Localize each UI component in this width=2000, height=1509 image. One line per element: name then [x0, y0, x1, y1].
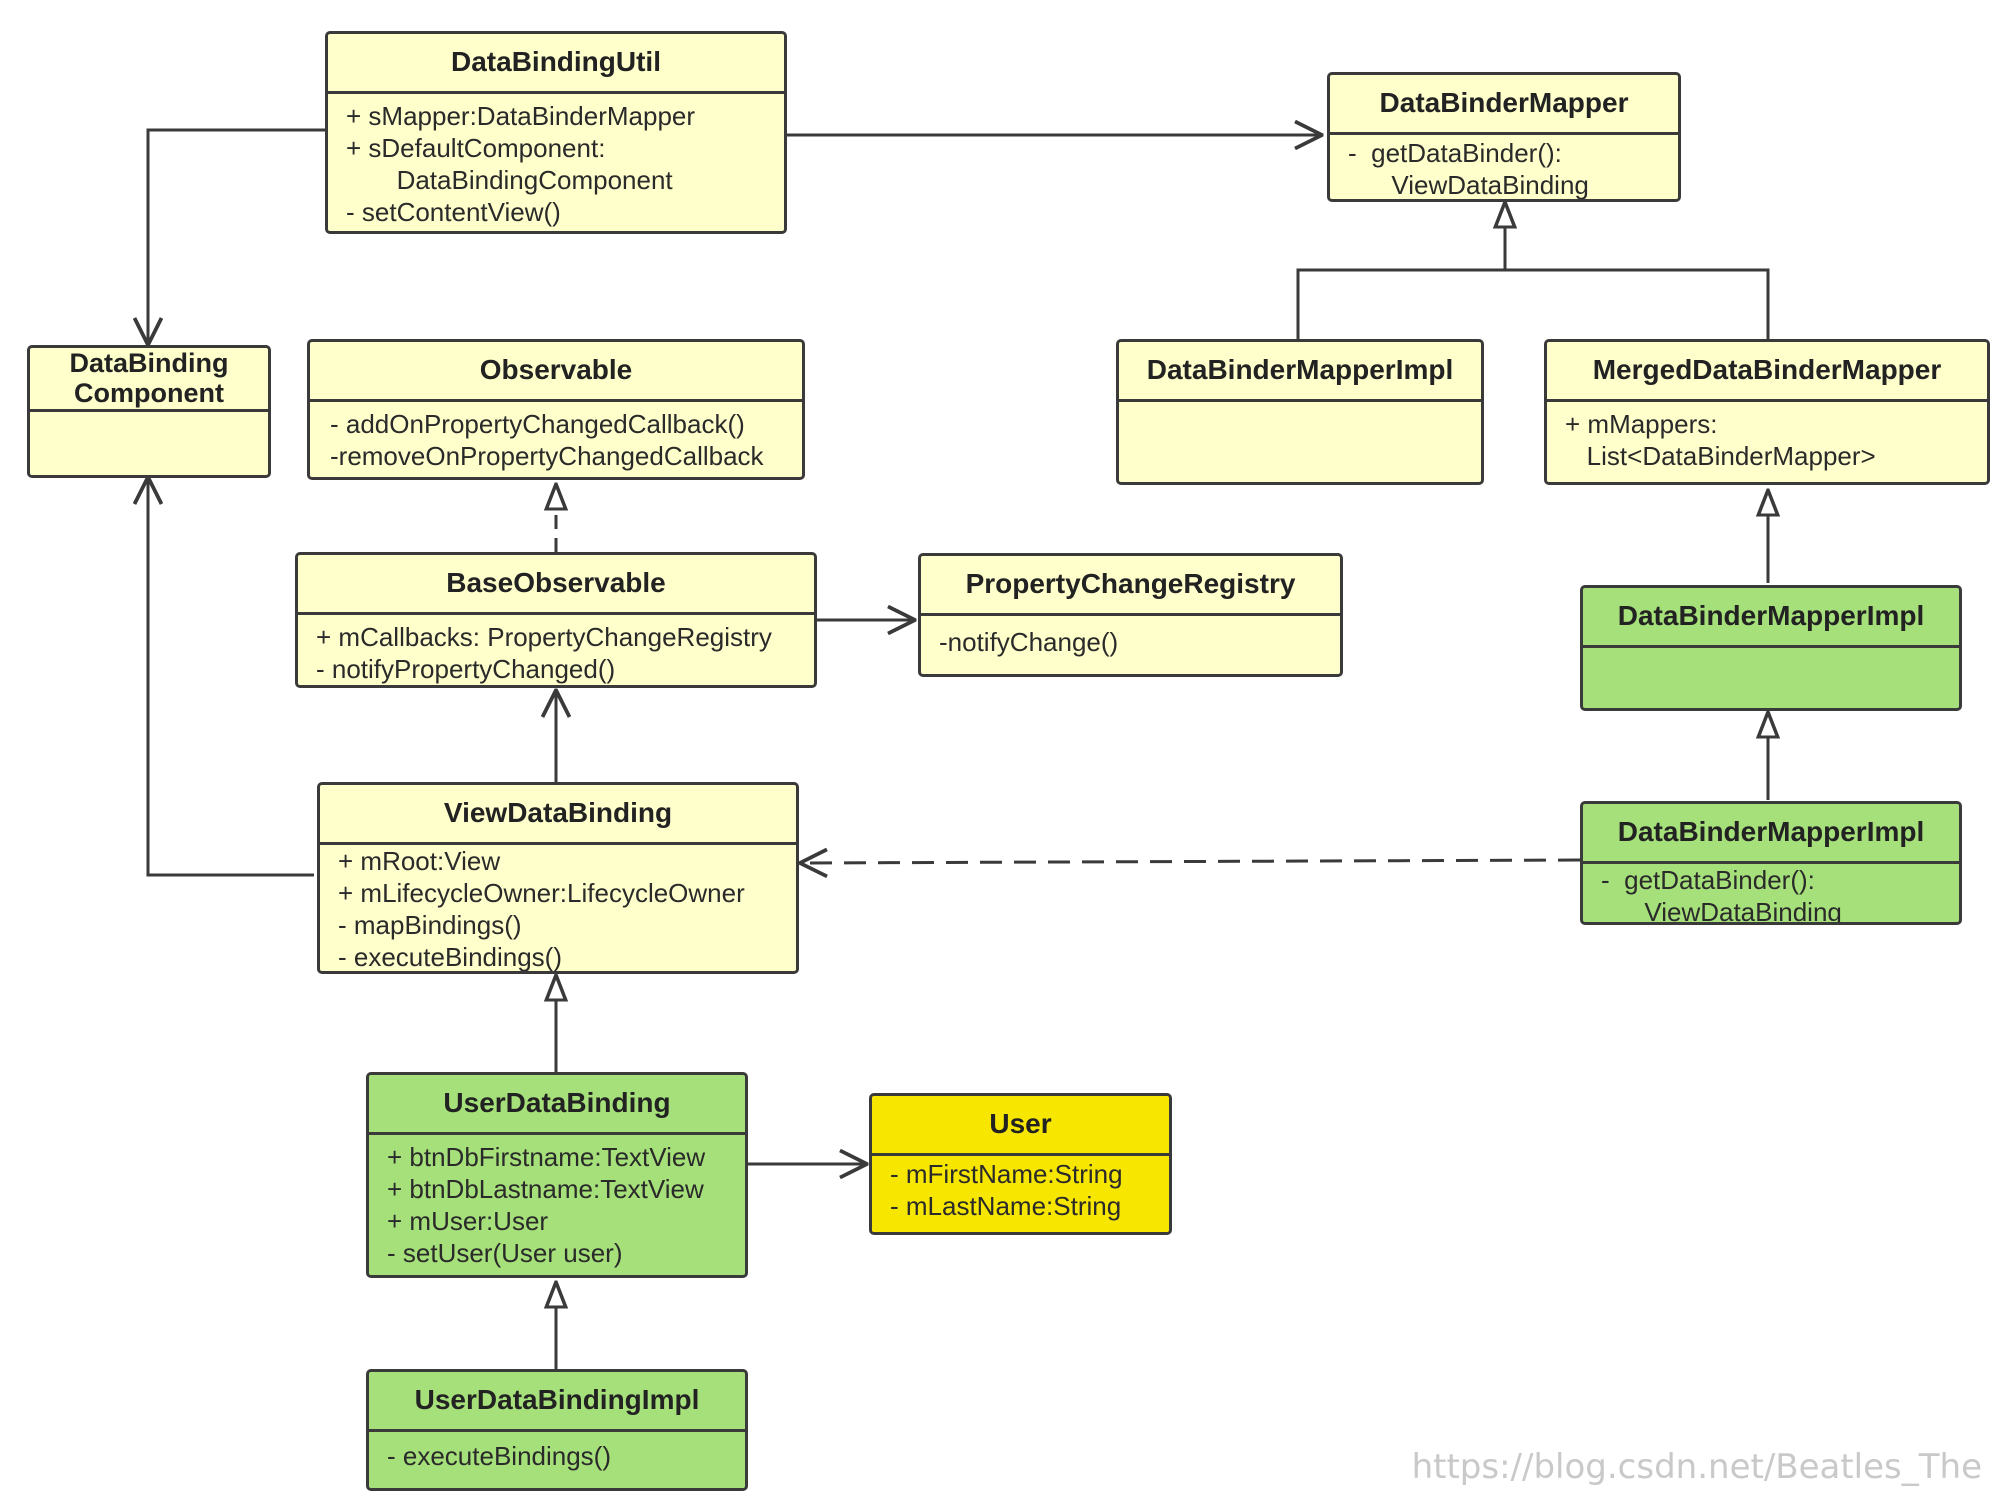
class-databindingutil[interactable]: DataBindingUtil + sMapper:DataBinderMapp…	[325, 31, 787, 234]
class-name: Observable	[310, 342, 802, 402]
class-viewdatabinding[interactable]: ViewDataBinding + mRoot:View + mLifecycl…	[317, 782, 799, 974]
class-member: + mRoot:View	[338, 846, 501, 876]
class-baseobservable[interactable]: BaseObservable + mCallbacks: PropertyCha…	[295, 552, 817, 688]
class-databindermapperimpl[interactable]: DataBinderMapperImpl	[1116, 339, 1484, 485]
class-member: - executeBindings()	[387, 1441, 611, 1471]
class-member: + mLifecycleOwner:LifecycleOwner	[338, 878, 745, 908]
class-member: - mFirstName:String	[890, 1159, 1123, 1189]
class-member: + mMappers:	[1565, 409, 1718, 439]
class-member: List<DataBinderMapper>	[1565, 441, 1876, 471]
class-members: + sMapper:DataBinderMapper + sDefaultCom…	[328, 94, 784, 228]
class-member: - getDataBinder():	[1348, 138, 1562, 168]
class-propertychangeregistry[interactable]: PropertyChangeRegistry -notifyChange()	[918, 553, 1343, 677]
class-name: DataBinderMapperImpl	[1119, 342, 1481, 402]
class-member: + btnDbFirstname:TextView	[387, 1142, 706, 1172]
class-databindermapperimpl-generated[interactable]: DataBinderMapperImpl	[1580, 585, 1962, 711]
greenimpl2-to-viewbinding-link	[800, 860, 1581, 863]
impl-branch-line	[1296, 268, 1770, 342]
class-members: -notifyChange()	[921, 616, 1340, 658]
class-member: -removeOnPropertyChangedCallback	[330, 441, 764, 471]
class-name: DataBinderMapperImpl	[1583, 804, 1959, 864]
class-userdatabindingimpl[interactable]: UserDataBindingImpl - executeBindings()	[366, 1369, 748, 1491]
class-members: - getDataBinder(): ViewDataBinding	[1583, 864, 1959, 925]
class-userdatabinding[interactable]: UserDataBinding + btnDbFirstname:TextVie…	[366, 1072, 748, 1278]
class-name: DataBinding Component	[30, 348, 268, 412]
class-member: + sMapper:DataBinderMapper	[346, 101, 696, 131]
class-name: UserDataBinding	[369, 1075, 745, 1135]
class-members: - addOnPropertyChangedCallback() -remove…	[310, 402, 802, 472]
class-members: + mCallbacks: PropertyChangeRegistry - n…	[298, 615, 814, 685]
class-members: + btnDbFirstname:TextView + btnDbLastnam…	[369, 1135, 745, 1269]
class-members: - executeBindings()	[369, 1432, 745, 1472]
class-databindermapper[interactable]: DataBinderMapper - getDataBinder(): View…	[1327, 72, 1681, 202]
class-name: User	[872, 1096, 1169, 1156]
class-name-line: DataBinding	[69, 348, 229, 378]
class-member: - getDataBinder():	[1601, 865, 1815, 895]
class-member: - mLastName:String	[890, 1191, 1122, 1221]
class-member: - notifyPropertyChanged()	[316, 654, 616, 684]
class-name: ViewDataBinding	[320, 785, 796, 845]
class-name: DataBindingUtil	[328, 34, 784, 94]
class-member: - executeBindings()	[338, 942, 562, 972]
class-name: MergedDataBinderMapper	[1547, 342, 1987, 402]
class-member: + mUser:User	[387, 1206, 549, 1236]
class-member: + sDefaultComponent:	[346, 133, 606, 163]
class-user[interactable]: User - mFirstName:String - mLastName:Str…	[869, 1093, 1172, 1235]
class-name-line: Component	[74, 378, 224, 408]
class-name: BaseObservable	[298, 555, 814, 615]
class-member: + btnDbLastname:TextView	[387, 1174, 704, 1204]
class-member: ViewDataBinding	[1348, 170, 1589, 200]
class-databindermapperimpl-generated-2[interactable]: DataBinderMapperImpl - getDataBinder(): …	[1580, 801, 1962, 925]
class-observable[interactable]: Observable - addOnPropertyChangedCallbac…	[307, 339, 805, 480]
class-member: -notifyChange()	[939, 627, 1119, 657]
class-name: DataBinderMapper	[1330, 75, 1678, 135]
class-member: ViewDataBinding	[1601, 897, 1842, 925]
class-member: - mapBindings()	[338, 910, 522, 940]
util-to-component-link	[148, 128, 325, 345]
class-name: UserDataBindingImpl	[369, 1372, 745, 1432]
class-member: DataBindingComponent	[346, 165, 673, 195]
class-member: - setUser(User user)	[387, 1238, 623, 1268]
watermark-text: https://blog.csdn.net/Beatles_The	[1411, 1447, 1982, 1487]
class-member: - addOnPropertyChangedCallback()	[330, 409, 745, 439]
class-member: + mCallbacks: PropertyChangeRegistry	[316, 622, 772, 652]
class-members: + mMappers: List<DataBinderMapper>	[1547, 402, 1987, 472]
class-member: - setContentView()	[346, 197, 561, 227]
class-members: - getDataBinder(): ViewDataBinding	[1330, 135, 1678, 200]
class-members: - mFirstName:String - mLastName:String	[872, 1156, 1169, 1222]
viewbinding-to-component-link	[148, 477, 314, 877]
class-members: + mRoot:View + mLifecycleOwner:Lifecycle…	[320, 845, 796, 972]
class-name: PropertyChangeRegistry	[921, 556, 1340, 616]
class-mergeddatabindermapper[interactable]: MergedDataBinderMapper + mMappers: List<…	[1544, 339, 1990, 485]
class-databindingcomponent[interactable]: DataBinding Component	[27, 345, 271, 478]
class-name: DataBinderMapperImpl	[1583, 588, 1959, 648]
